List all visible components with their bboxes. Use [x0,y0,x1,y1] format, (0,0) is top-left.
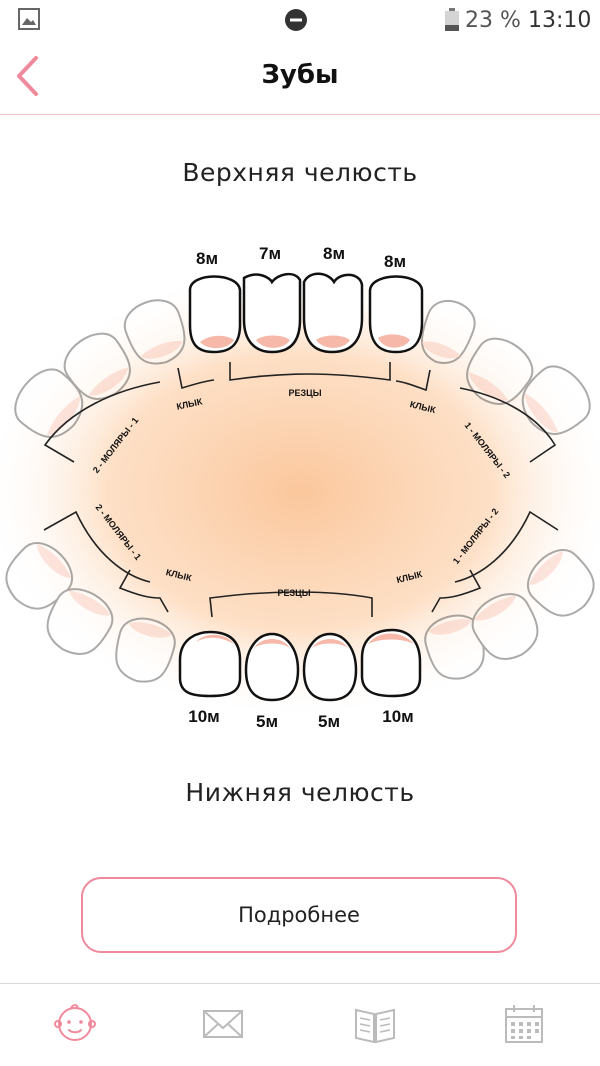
upper-incisor-tooth [188,275,242,354]
tooth [471,593,539,660]
page-title: Зубы [261,60,339,90]
tooth [421,299,476,365]
details-button[interactable]: Подробнее [81,877,517,953]
do-not-disturb-icon [285,9,307,31]
tooth [14,368,84,438]
tooth [521,365,591,435]
upper-faded-teeth [14,299,591,438]
image-notification-icon [18,8,40,30]
upper-incisors-label: РЕЗЦЫ [288,388,321,398]
lower-incisor-tooth [178,630,242,698]
lower-age-label: 5м [256,712,278,731]
tooth [527,549,595,617]
battery-level: 23 % [465,8,521,33]
mouth-glow [0,262,600,722]
battery-icon [445,8,459,31]
nav-baby[interactable] [51,1000,99,1048]
lower-age-label: 10м [382,707,414,726]
lower-incisor-tooth [302,632,358,702]
lower-jaw-title: Нижняя челюсть [185,778,415,807]
tooth [466,337,534,406]
teeth-diagram: 8м 7м 8м 8м РЕЗЦЫ КЛЫК КЛЫК 2 - МОЛЯРЫ -… [0,244,600,731]
tooth [63,332,131,401]
tooth [123,299,186,365]
app-header: Зубы [0,40,600,115]
baby-face-icon [54,1004,96,1041]
back-button[interactable] [6,50,52,102]
chevron-left-icon [17,56,38,96]
tooth [424,614,485,680]
lower-incisor-tooth [244,632,300,702]
lower-faded-teeth [5,542,595,683]
calendar-icon [505,1005,543,1043]
upper-incisor-tooth [242,272,302,354]
tooth [5,542,73,610]
lower-age-label: 5м [318,712,340,731]
book-icon [355,1008,395,1044]
nav-messages[interactable] [199,1000,247,1048]
upper-age-label: 7м [259,244,281,263]
tooth [46,588,114,655]
nav-articles[interactable] [351,1000,399,1048]
upper-age-label: 8м [384,252,406,271]
lower-incisors-label: РЕЗЦЫ [277,588,310,598]
upper-incisor-tooth [302,272,364,354]
upper-brackets [43,362,557,463]
upper-incisor-tooth [368,275,424,354]
lower-age-label: 10м [188,707,220,726]
tooth [115,617,176,683]
nav-calendar[interactable] [500,1000,548,1048]
lower-brackets [43,510,559,618]
status-bar: 23 % 13:10 [0,0,600,40]
clock: 13:10 [528,8,592,33]
bottom-nav [0,983,600,1066]
upper-age-label: 8м [196,249,218,268]
lower-incisor-tooth [360,628,422,698]
upper-jaw-title: Верхняя челюсть [182,158,418,187]
envelope-icon [203,1010,243,1038]
upper-age-label: 8м [323,244,345,263]
